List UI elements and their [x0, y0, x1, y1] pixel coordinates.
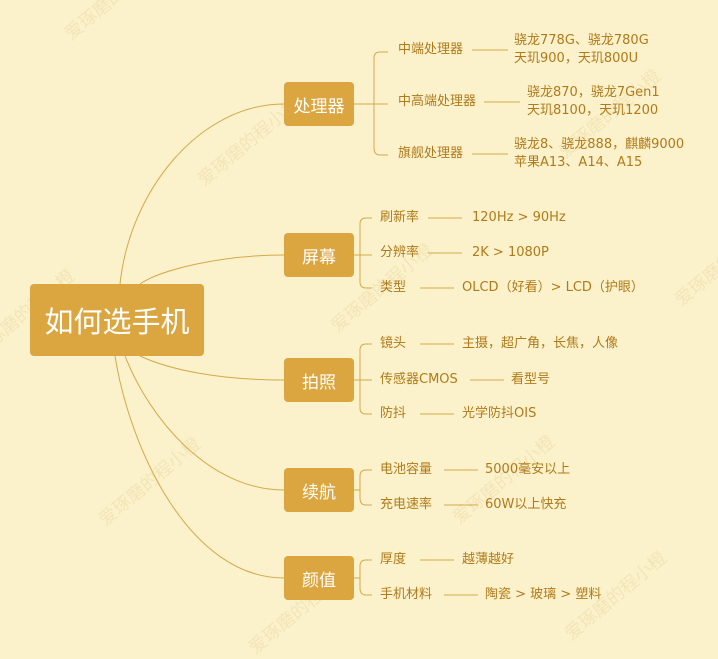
- subtopic-detail[interactable]: 天玑900，天玑800U: [514, 51, 639, 66]
- subtopic-detail[interactable]: 陶瓷 > 玻璃 > 塑料: [485, 587, 602, 602]
- subtopic-label[interactable]: 充电速率: [380, 497, 433, 512]
- subtopic-detail[interactable]: 120Hz > 90Hz: [472, 210, 566, 225]
- subtopic-detail[interactable]: 5000毫安以上: [485, 462, 571, 477]
- mindmap-connectors: [114, 49, 520, 596]
- branch-screen[interactable]: 屏幕: [284, 233, 354, 277]
- subtopic-detail[interactable]: 主摄，超广角，长焦，人像: [462, 336, 619, 351]
- root-branch-connector: [119, 103, 285, 285]
- root-branch-connector: [139, 254, 285, 285]
- branch-bracket: [354, 469, 372, 506]
- subtopic-detail[interactable]: 60W以上快充: [485, 497, 567, 512]
- subtopic-label[interactable]: 镜头: [380, 336, 407, 351]
- subtopic-detail[interactable]: 光学防抖OIS: [462, 406, 537, 421]
- subtopic-detail[interactable]: 看型号: [511, 372, 551, 387]
- subtopic-detail[interactable]: 越薄越好: [462, 552, 515, 567]
- root-branch-connector: [124, 355, 285, 491]
- subtopic-detail[interactable]: 天玑8100，天玑1200: [527, 103, 659, 118]
- branch-camera[interactable]: 拍照: [284, 358, 354, 402]
- subtopic-detail[interactable]: OLCD（好看）> LCD（护眼）: [462, 280, 644, 295]
- root-branch-connector: [139, 355, 285, 381]
- subtopic-label[interactable]: 传感器CMOS: [380, 372, 458, 387]
- subtopic-label[interactable]: 中高端处理器: [398, 94, 477, 109]
- subtopic-detail[interactable]: 骁龙870，骁龙7Gen1: [527, 85, 660, 100]
- branch-bracket: [354, 51, 388, 156]
- subtopic-label[interactable]: 手机材料: [380, 587, 433, 602]
- subtopic-label[interactable]: 类型: [380, 280, 407, 295]
- subtopic-label[interactable]: 防抖: [380, 406, 407, 421]
- branch-bracket: [354, 343, 372, 415]
- branch-processor[interactable]: 处理器: [284, 82, 354, 126]
- subtopic-detail[interactable]: 骁龙778G、骁龙780G: [514, 33, 649, 48]
- branch-bracket: [354, 559, 372, 596]
- subtopic-label[interactable]: 旗舰处理器: [398, 146, 464, 161]
- root-topic[interactable]: 如何选手机: [30, 284, 204, 356]
- root-branch-connector: [114, 355, 285, 579]
- branch-bracket: [354, 217, 372, 289]
- subtopic-label[interactable]: 电池容量: [380, 462, 433, 477]
- subtopic-detail[interactable]: 2K > 1080P: [472, 245, 549, 260]
- branch-battery[interactable]: 续航: [284, 468, 354, 512]
- subtopic-label[interactable]: 中端处理器: [398, 42, 464, 57]
- subtopic-label[interactable]: 刷新率: [380, 210, 420, 225]
- subtopic-detail[interactable]: 苹果A13、A14、A15: [514, 155, 643, 170]
- subtopic-label[interactable]: 分辨率: [380, 245, 420, 260]
- branch-appearance[interactable]: 颜值: [284, 556, 354, 600]
- subtopic-detail[interactable]: 骁龙8、骁龙888，麒麟9000: [514, 137, 685, 152]
- subtopic-label[interactable]: 厚度: [380, 552, 407, 567]
